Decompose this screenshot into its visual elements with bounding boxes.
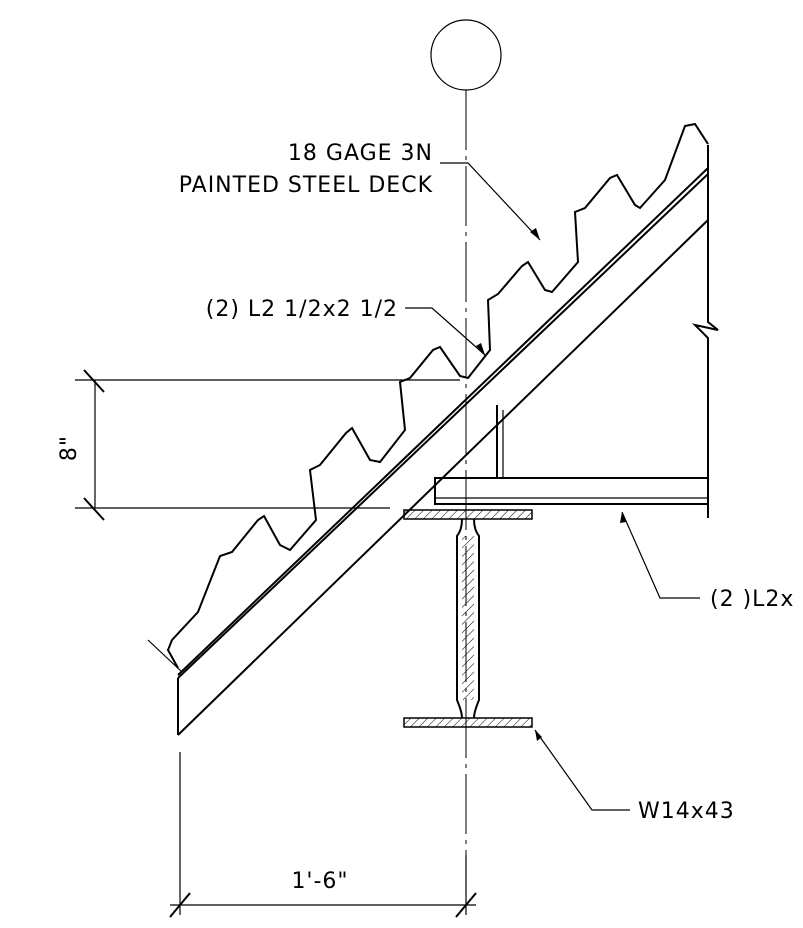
deck-label-line-1: 18 GAGE 3N: [288, 141, 433, 166]
beam-label: W14x43: [638, 799, 735, 824]
horizontal-dimension: 1'-6": [169, 752, 477, 918]
horizontal-dimension-text: 1'-6": [291, 869, 348, 894]
deck-label-line-2: PAINTED STEEL DECK: [179, 173, 433, 198]
leaders: [405, 162, 700, 811]
vertical-dimension-text: 8": [57, 435, 82, 461]
vertical-dimension: 8": [57, 369, 460, 521]
vertical-member: [691, 145, 719, 518]
grid-line: [430, 19, 502, 905]
w-beam-section: [403, 509, 533, 728]
steel-deck: [147, 122, 709, 676]
sloped-angles: [177, 150, 709, 736]
horizontal-angles: [434, 405, 709, 505]
angles-label: (2) L2 1/2x2 1/2: [206, 297, 398, 322]
lower-angles-label: (2 )L2x: [710, 587, 794, 612]
